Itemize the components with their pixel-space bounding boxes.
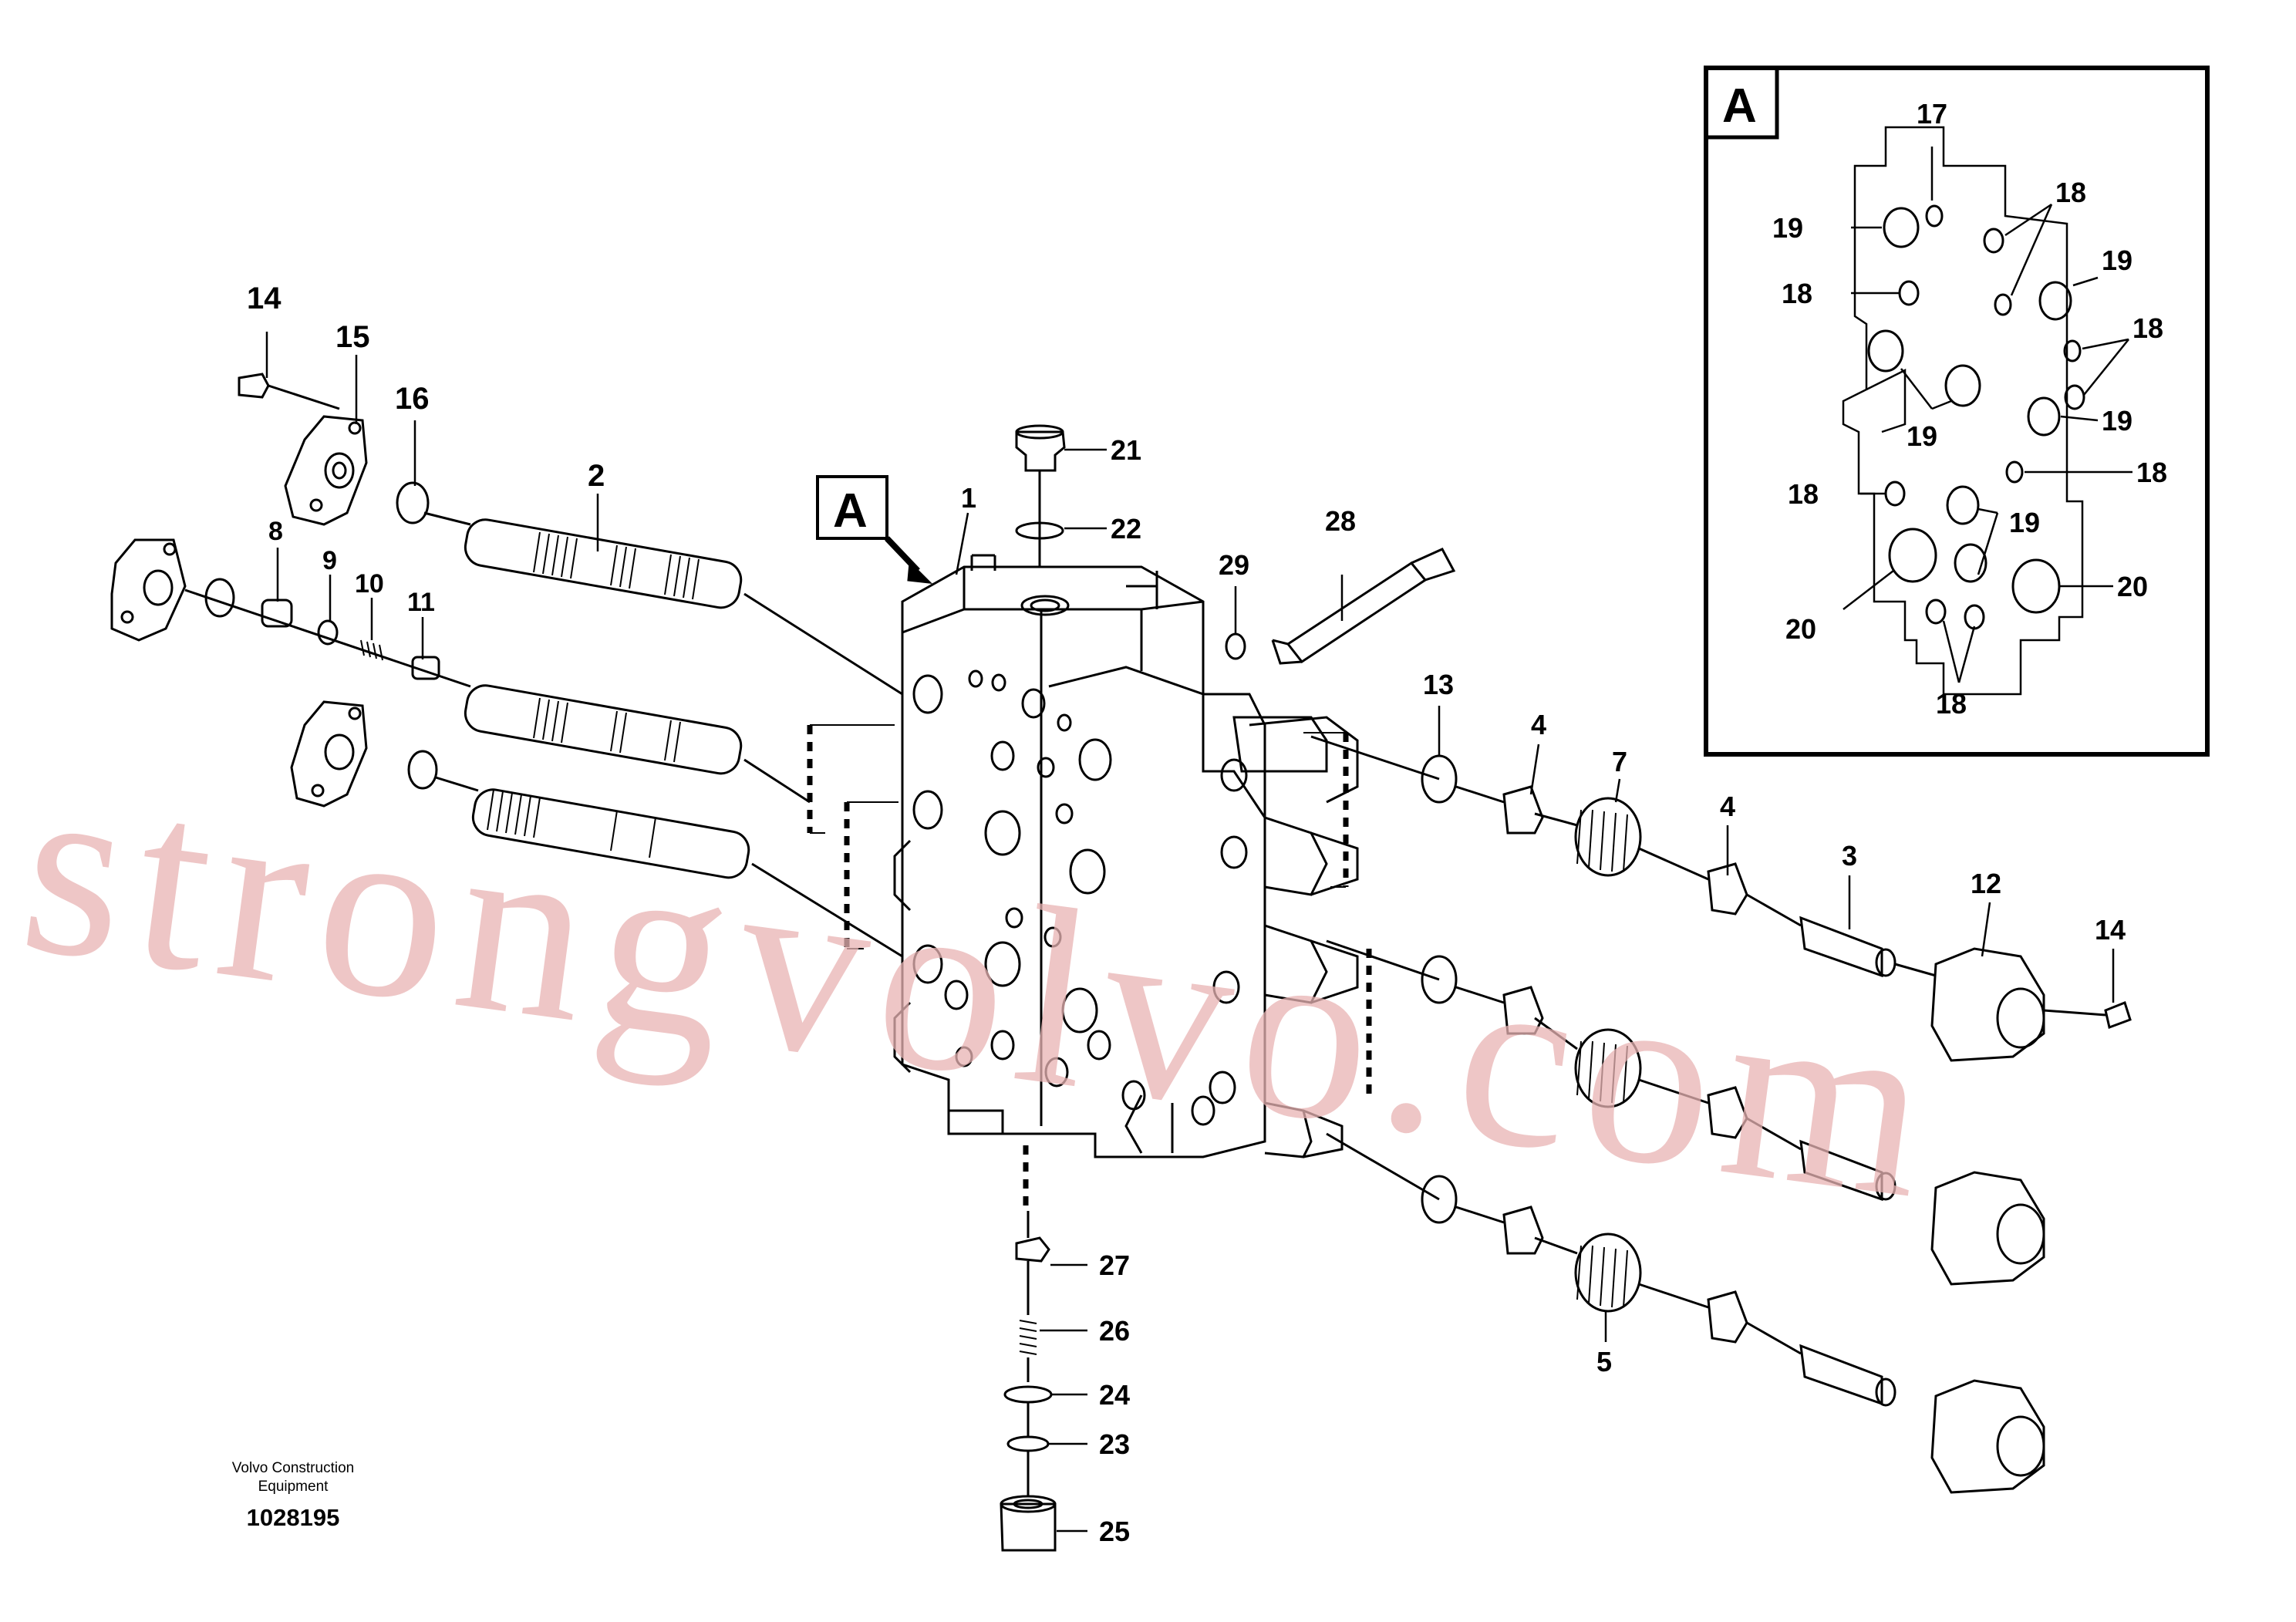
- valve-body: [893, 554, 1359, 1158]
- inset-callout-20-a: 20: [2117, 571, 2148, 602]
- callout-8: 8: [268, 517, 283, 546]
- inset-callout-20-b: 20: [1785, 613, 1816, 645]
- callout-27: 27: [1099, 1249, 1130, 1281]
- callout-25: 25: [1099, 1516, 1130, 1547]
- inset-callout-17: 17: [1917, 98, 1947, 130]
- inset-callout-19-e: 19: [2009, 507, 2040, 538]
- manufacturer-line-1: Volvo Construction: [231, 1460, 355, 1476]
- callout-labels: A A 14 15 16 2 8 9 10 11 1 21 22 28 29 1…: [247, 79, 2126, 1547]
- top-plug-assembly: [1015, 424, 1066, 567]
- callout-3: 3: [1842, 840, 1857, 872]
- callout-4-top: 4: [1531, 709, 1546, 740]
- inset-callout-18-b: 18: [1782, 278, 1812, 309]
- callout-4-right: 4: [1720, 791, 1735, 822]
- inset-callout-18-c: 18: [2132, 312, 2163, 344]
- callout-22: 22: [1111, 513, 1141, 545]
- inset-callout-19-a: 19: [1772, 212, 1803, 244]
- inset-callout-19-c: 19: [1907, 420, 1937, 452]
- callout-5: 5: [1596, 1346, 1612, 1378]
- right-spring-assemblies: [1310, 735, 2132, 1494]
- callout-23: 23: [1099, 1428, 1130, 1460]
- inset-callout-labels: 17 18 19 19 18 18 19 19 18 18 19 20 20 1…: [1772, 98, 2167, 720]
- callout-2: 2: [588, 459, 605, 493]
- callout-26: 26: [1099, 1315, 1130, 1347]
- inset-callout-19-d: 19: [2102, 405, 2132, 437]
- detail-a-inset: [1704, 66, 2210, 757]
- callout-11: 11: [407, 588, 435, 617]
- bottom-plug-assembly: [1000, 1211, 1057, 1552]
- manufacturer-caption: Volvo Construction Equipment: [177, 1459, 409, 1496]
- inset-callout-18-a: 18: [2055, 177, 2086, 208]
- inset-a-label: A: [1722, 79, 1757, 133]
- left-spool-assembly: [110, 373, 903, 958]
- detail-a-label: A: [833, 484, 868, 538]
- callout-14: 14: [247, 282, 282, 315]
- callout-13: 13: [1423, 669, 1454, 700]
- leader-lines: [265, 332, 2115, 1533]
- bolt-28: [1225, 548, 1456, 665]
- callout-12: 12: [1971, 868, 2001, 899]
- inset-callout-18-d: 18: [2136, 457, 2167, 488]
- callout-16: 16: [395, 382, 430, 416]
- drawing-number: 1028195: [246, 1504, 340, 1531]
- detail-a-marker: [816, 475, 933, 584]
- callout-15: 15: [335, 320, 370, 354]
- callout-7: 7: [1612, 746, 1627, 777]
- callout-29: 29: [1219, 549, 1249, 581]
- callout-9: 9: [322, 546, 337, 575]
- callout-14-right: 14: [2095, 914, 2126, 946]
- inset-callout-19-b: 19: [2102, 244, 2132, 276]
- callout-28: 28: [1325, 505, 1356, 537]
- inset-callout-18-e: 18: [1788, 478, 1819, 510]
- callout-1: 1: [961, 482, 976, 514]
- inset-callout-18-f: 18: [1936, 688, 1967, 720]
- manufacturer-line-2: Equipment: [258, 1479, 329, 1495]
- callout-21: 21: [1111, 434, 1141, 466]
- callout-10: 10: [355, 569, 384, 599]
- callout-24: 24: [1099, 1379, 1130, 1411]
